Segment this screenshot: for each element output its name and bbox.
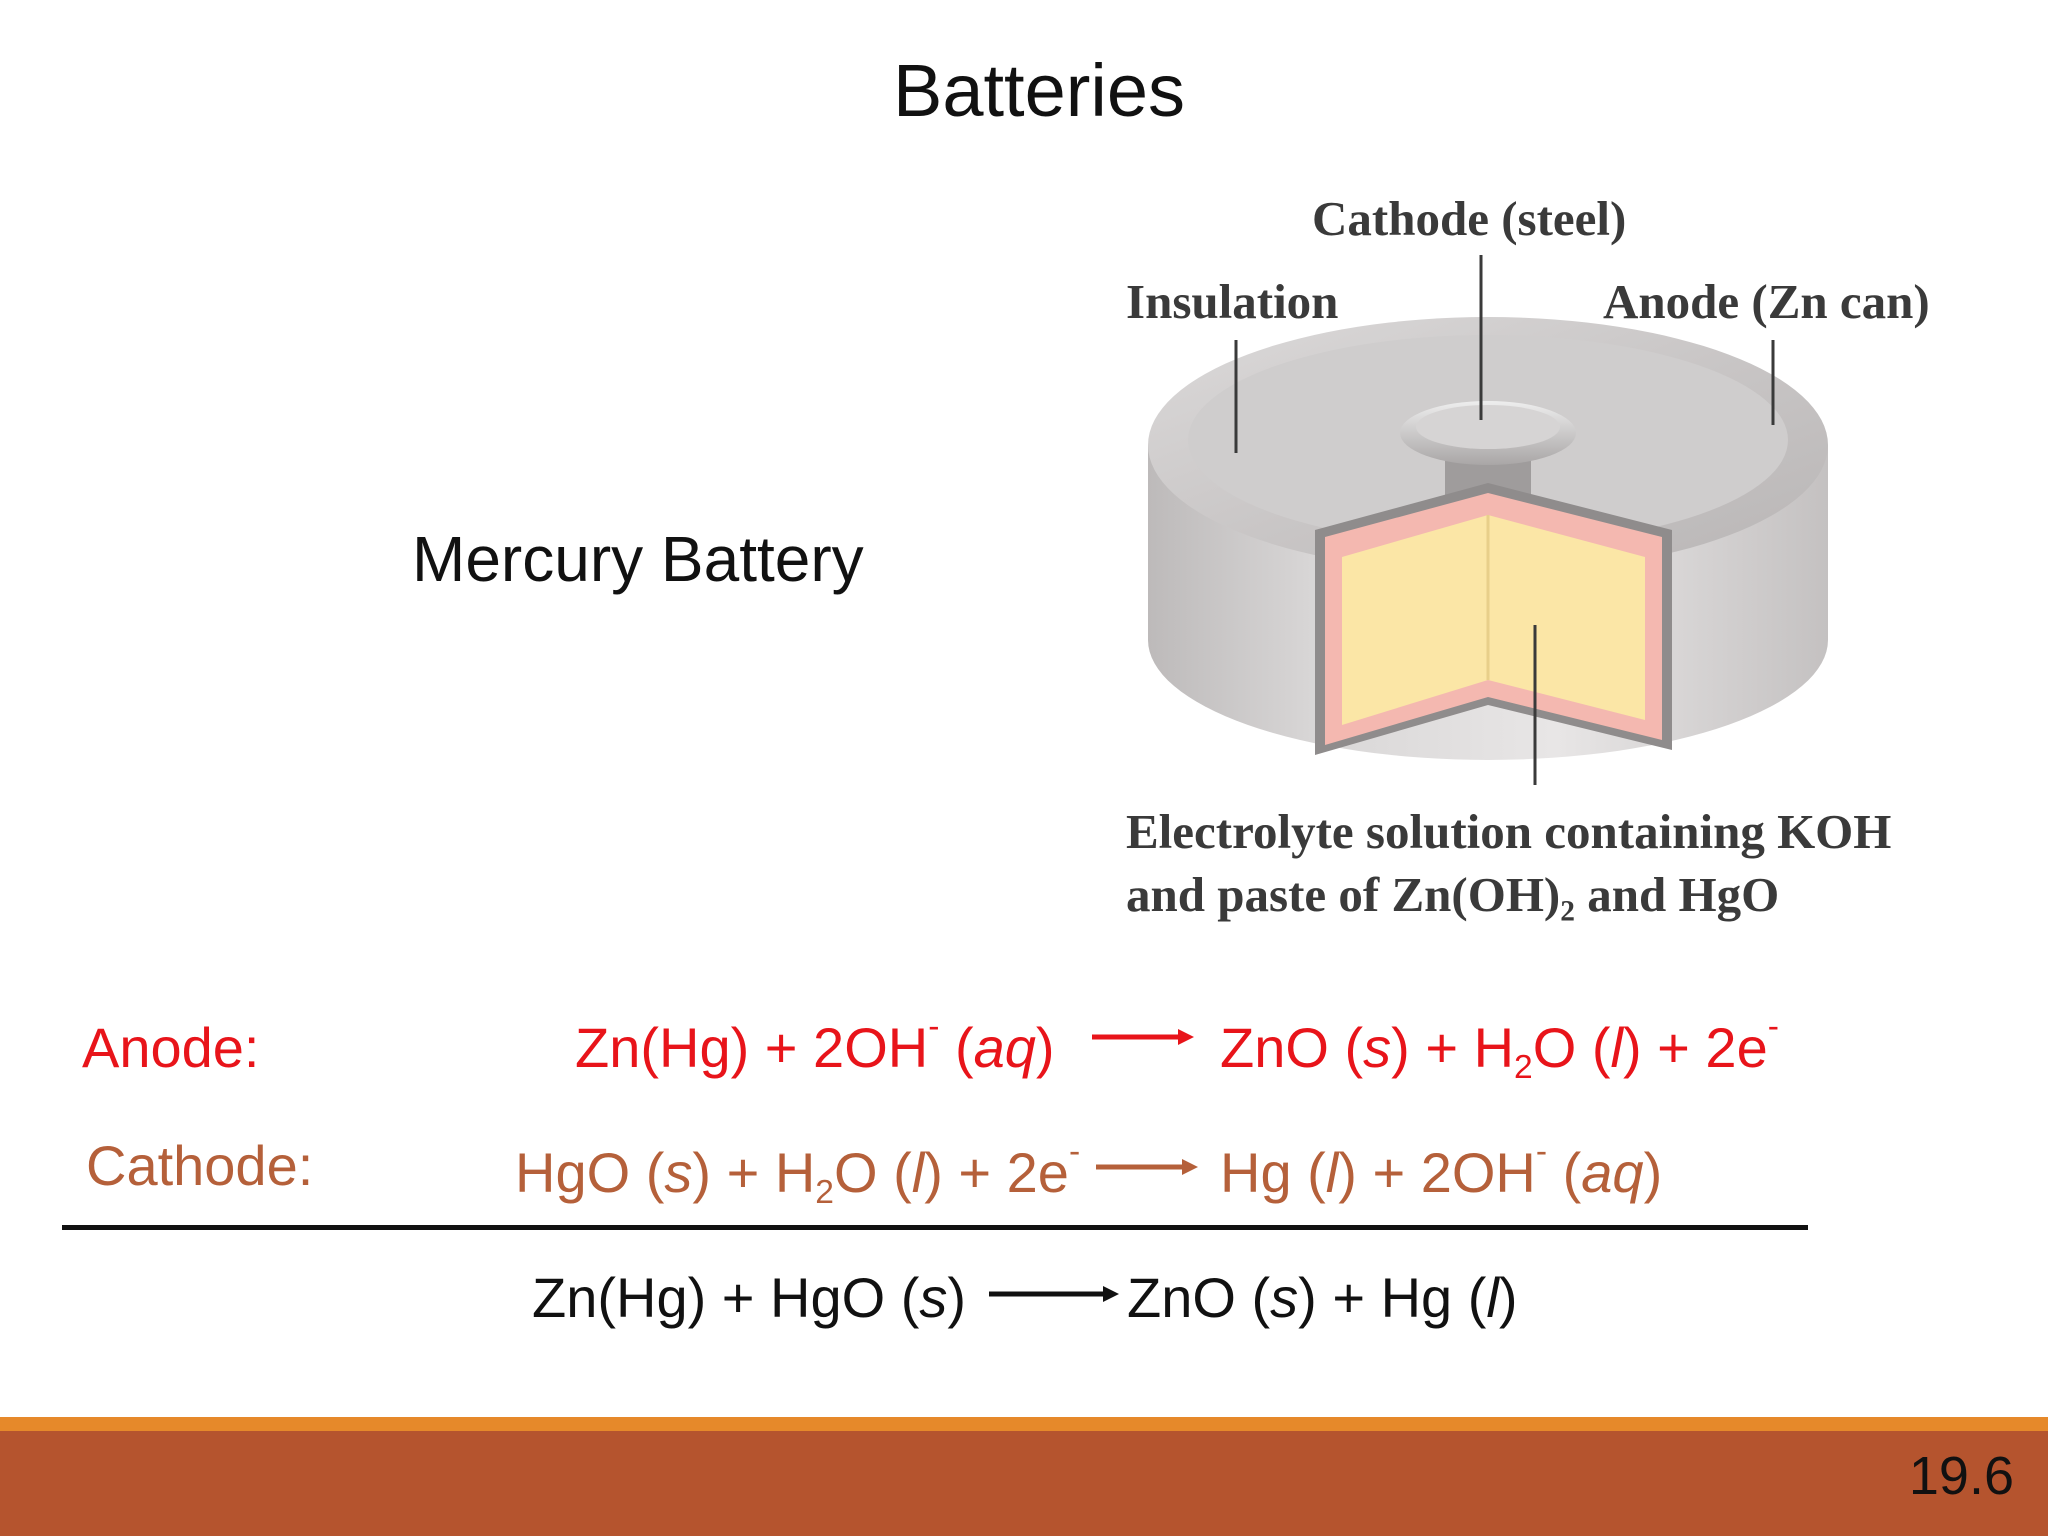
anode-reactants: Zn(Hg) + 2OH- (aq) xyxy=(575,1007,1055,1079)
overall-reactants: Zn(Hg) + HgO (s) xyxy=(532,1266,967,1329)
cathode-products: Hg (l) + 2OH- (aq) xyxy=(1220,1132,1663,1204)
overall-products: ZnO (s) + Hg (l) xyxy=(1127,1266,1518,1329)
cathode-label: Cathode: xyxy=(86,1134,314,1197)
insulation-label: Insulation xyxy=(1126,274,1339,329)
leader-lines xyxy=(1234,255,1775,785)
cathode-arrow-icon xyxy=(1096,1159,1198,1175)
electrolyte-caption-line1: Electrolyte solution containing KOH xyxy=(1126,804,1892,859)
sum-divider-line xyxy=(62,1225,1808,1230)
electrolyte-caption-line2: and paste of Zn(OH)2 and HgO xyxy=(1126,867,1780,928)
footer-accent-line xyxy=(0,1417,2048,1431)
anode-products: ZnO (s) + H2O (l) + 2e- xyxy=(1220,1007,1779,1086)
mercury-battery-diagram xyxy=(1148,255,1828,785)
slide-title: Batteries xyxy=(892,49,1186,132)
slide-number: 19.6 xyxy=(1908,1446,2014,1506)
anode-zn-can-label: Anode (Zn can) xyxy=(1603,274,1930,329)
footer-band xyxy=(0,1431,2048,1536)
cathode-reactants: HgO (s) + H2O (l) + 2e- xyxy=(515,1132,1081,1211)
overall-arrow-icon xyxy=(989,1286,1119,1302)
cutaway-section xyxy=(1315,483,1672,755)
anode-arrow-icon xyxy=(1092,1029,1194,1045)
cathode-steel-label: Cathode (steel) xyxy=(1312,191,1627,246)
battery-name: Mercury Battery xyxy=(412,523,864,595)
anode-label: Anode: xyxy=(82,1016,260,1079)
